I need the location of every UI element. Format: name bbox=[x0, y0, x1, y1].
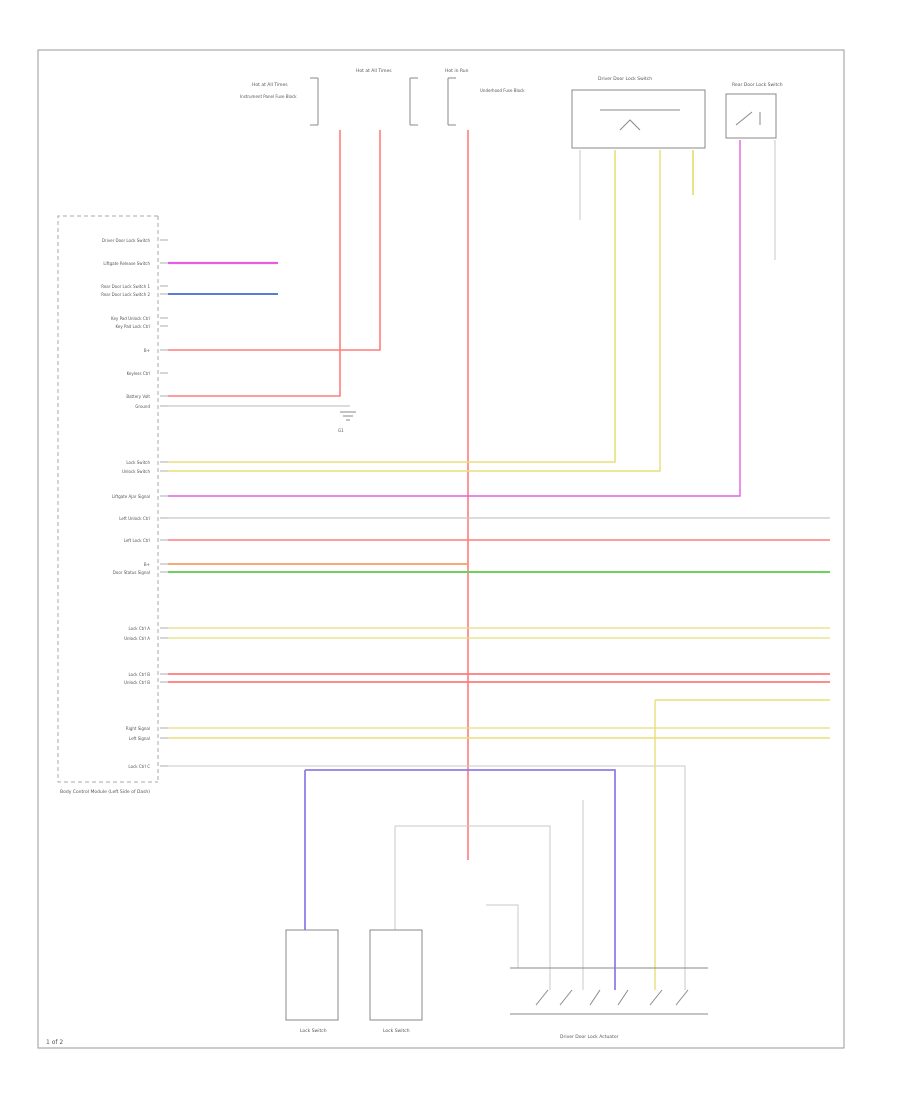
fuse-block-1: Hot at All Times Instrument Panel Fuse B… bbox=[240, 77, 319, 126]
wires bbox=[168, 130, 830, 990]
bcm-pin-label: Liftgate Release Switch bbox=[103, 261, 150, 266]
bcm-pin-label: Lock Ctrl A bbox=[128, 626, 150, 631]
bcm-pin-label: Rear Door Lock Switch 1 bbox=[101, 284, 150, 289]
bcm-pin-label: Unlock Switch bbox=[122, 469, 150, 474]
bcm-pin-label: Lock Switch bbox=[126, 460, 150, 465]
bcm-pin-label: B+ bbox=[144, 562, 150, 567]
fuse-block-1-title: Hot at All Times bbox=[252, 82, 288, 88]
driver-door-lock-switch: Driver Door Lock Switch bbox=[571, 76, 706, 149]
bcm-pin-label: Lock Ctrl C bbox=[128, 764, 150, 769]
bcm-pin-label: Left Signal bbox=[129, 736, 150, 741]
wire-gray bbox=[486, 904, 519, 968]
bcm-label: Body Control Module (Left Side of Dash) bbox=[60, 789, 150, 795]
bcm-pin-label: Left Unlock Ctrl bbox=[119, 516, 150, 521]
wire-red bbox=[168, 130, 381, 351]
bcm-pin-label: B+ bbox=[144, 348, 150, 353]
wire-gray bbox=[394, 825, 551, 990]
bcm-pin-label: Key Pad Unlock Ctrl bbox=[111, 316, 150, 321]
door-lock-actuator: Driver Door Lock Actuator bbox=[510, 967, 708, 1040]
wire-red bbox=[168, 130, 341, 397]
wire-yellow bbox=[168, 150, 616, 463]
bcm-pin-label: Liftgate Ajar Signal bbox=[112, 494, 150, 499]
wire-pink bbox=[168, 140, 741, 497]
bcm-pin-label: Battery Volt bbox=[126, 394, 150, 399]
bcm-pin-label: Unlock Ctrl B bbox=[124, 680, 150, 685]
door-lock-actuator-label: Driver Door Lock Actuator bbox=[560, 1034, 619, 1040]
bcm-pin-label: Door Status Signal bbox=[113, 570, 150, 575]
bcm-pin-label: Key Pad Lock Ctrl bbox=[115, 324, 150, 329]
fuse-block-3: Hot in Run Underhood Fuse Block bbox=[445, 68, 525, 126]
wire-yellow bbox=[168, 150, 661, 472]
fuse-block-2: Hot at All Times bbox=[356, 68, 418, 126]
wire-violet bbox=[305, 769, 616, 990]
bcm-pin-label: Right Signal bbox=[126, 726, 150, 731]
ground-symbol: G1 bbox=[338, 411, 356, 433]
lock-switch-2-label: Lock Switch bbox=[383, 1028, 410, 1034]
body-control-module: Body Control Module (Left Side of Dash) bbox=[57, 215, 159, 795]
driver-door-lock-switch-label: Driver Door Lock Switch bbox=[598, 76, 652, 82]
diagram-frame bbox=[37, 49, 845, 1049]
lock-switch-1-label: Lock Switch bbox=[300, 1028, 327, 1034]
fuse-block-3-title: Hot in Run bbox=[445, 68, 469, 74]
bcm-pin-label: Lock Ctrl B bbox=[128, 672, 150, 677]
wire-gray bbox=[168, 765, 686, 990]
figure-code: 1 of 2 bbox=[46, 1039, 63, 1046]
rear-door-lock-switch-label: Rear Door Lock Switch bbox=[732, 82, 783, 88]
bcm-pin-label: Left Lock Ctrl bbox=[124, 538, 150, 543]
bcm-pin-label: Rear Door Lock Switch 2 bbox=[101, 292, 150, 297]
fuse-block-2-title: Hot at All Times bbox=[356, 68, 392, 74]
rear-door-lock-switch: Rear Door Lock Switch bbox=[725, 82, 783, 139]
wire-yellow bbox=[654, 699, 830, 990]
ground-label: G1 bbox=[338, 428, 344, 433]
lock-switch-1: Lock Switch bbox=[285, 929, 339, 1034]
bcm-pin-label: Unlock Ctrl A bbox=[124, 636, 150, 641]
fuse-block-1-note: Instrument Panel Fuse Block bbox=[240, 94, 297, 99]
lock-switch-2: Lock Switch bbox=[369, 929, 423, 1034]
bcm-pin-label: Keyless Ctrl bbox=[127, 371, 150, 376]
fuse-block-3-note: Underhood Fuse Block bbox=[480, 88, 525, 93]
bcm-pin-label: Driver Door Lock Switch bbox=[102, 238, 151, 243]
bcm-pin-label: Ground bbox=[135, 404, 150, 409]
